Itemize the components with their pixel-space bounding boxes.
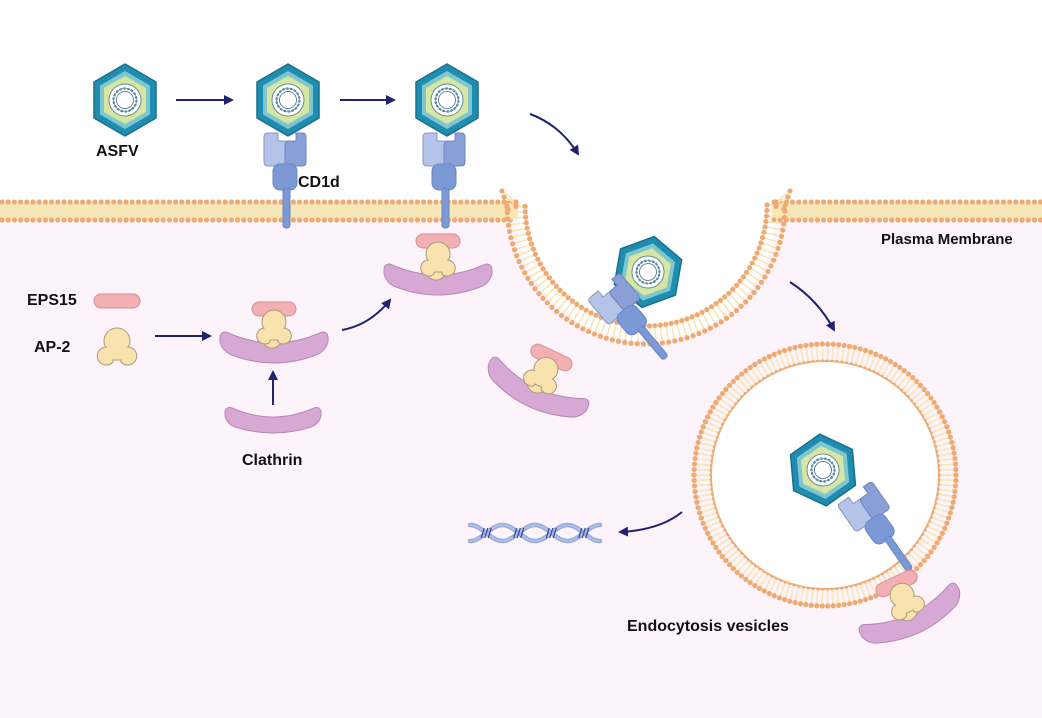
eps15-legend-icon: [93, 293, 141, 309]
plasma-membrane-label: Plasma Membrane: [881, 231, 1013, 248]
clathrin-label: Clathrin: [242, 452, 303, 469]
asfv-virus-icon: [93, 63, 157, 137]
asfv-label: ASFV: [96, 143, 139, 160]
eps15-label: EPS15: [27, 292, 77, 309]
ap2-label: AP-2: [34, 339, 71, 356]
asfv-virus-recruitment-icon: [415, 63, 479, 137]
arrow-to-invagination: [529, 113, 580, 156]
cd1d-label: CD1d: [298, 174, 340, 191]
arrow-assembly-to-membrane: [341, 298, 392, 331]
clathrin-legend-icon: [224, 407, 322, 434]
viral-dna-icon: [467, 522, 603, 544]
asfv-virus-bound-icon: [256, 63, 320, 137]
arrow-to-dna: [618, 511, 683, 537]
endocytosis-vesicles-label: Endocytosis vesicles: [627, 618, 789, 635]
arrow-to-vesicle: [789, 281, 835, 332]
plasma-membrane-left: [0, 199, 518, 223]
